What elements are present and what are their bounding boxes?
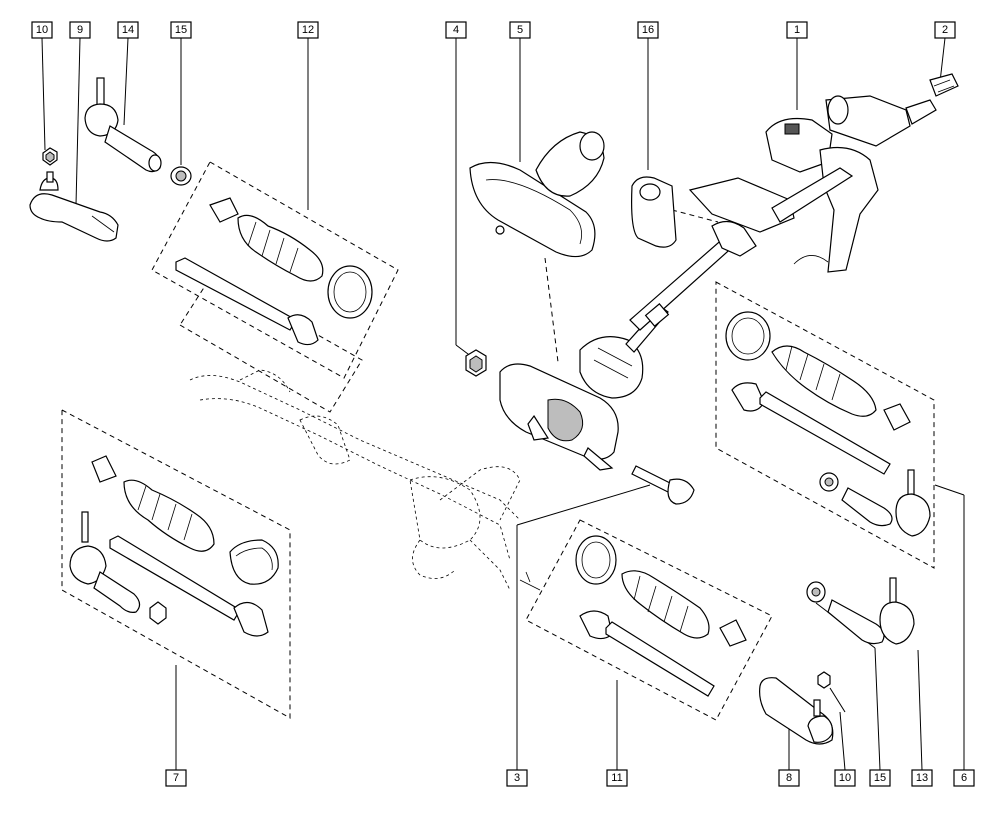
- callout-16-label: 16: [642, 24, 654, 36]
- ghost-rack-outline: [189, 369, 521, 591]
- callout-14-label: 14: [122, 24, 134, 36]
- nut-10-top: [42, 147, 58, 166]
- assembly-arrow-16: [671, 209, 719, 223]
- callout-15-bottom: 15: [869, 769, 891, 787]
- nut-10-bottom: [817, 671, 831, 689]
- tie-rod-end-8: [759, 677, 834, 745]
- callout-8-label: 8: [786, 772, 792, 784]
- callout-2-label: 2: [942, 24, 948, 36]
- callout-13: 13: [911, 769, 933, 787]
- callout-10-top-label: 10: [36, 24, 48, 36]
- callout-15-top-label: 15: [175, 24, 187, 36]
- callout-11: 11: [606, 769, 628, 787]
- callout-6: 6: [953, 769, 975, 787]
- callout-13-label: 13: [916, 772, 928, 784]
- steering-column-1: [629, 95, 937, 331]
- callout-15-top: 15: [170, 21, 192, 39]
- bolt-2: [929, 73, 959, 97]
- callout-7: 7: [165, 769, 187, 787]
- callout-10-bottom: 10: [834, 769, 856, 787]
- callout-3-label: 3: [514, 772, 520, 784]
- tie-rod-end-13: [827, 577, 915, 645]
- callout-1-label: 1: [794, 24, 800, 36]
- assembly-arrow-5: [544, 257, 559, 363]
- callout-10-top: 10: [31, 21, 53, 39]
- kit-11: [519, 519, 773, 721]
- callout-12: 12: [297, 21, 319, 39]
- callout-7-label: 7: [173, 772, 179, 784]
- steering-cover-5: [469, 131, 605, 258]
- callout-5-label: 5: [517, 24, 523, 36]
- leader-lines: [41, 37, 965, 771]
- callout-2: 2: [934, 21, 956, 39]
- callout-11-label: 11: [611, 772, 622, 784]
- steering-rack-housing: [499, 305, 669, 471]
- kit-6: [715, 281, 935, 569]
- callout-9-label: 9: [77, 24, 83, 36]
- nut-4: [465, 349, 487, 377]
- tie-rod-end-14: [84, 77, 162, 173]
- callout-4-label: 4: [453, 24, 459, 36]
- callout-6-label: 6: [961, 772, 967, 784]
- tie-rod-end-9: [29, 171, 119, 242]
- callout-16: 16: [637, 21, 659, 39]
- callout-14: 14: [117, 21, 139, 39]
- callout-8: 8: [778, 769, 800, 787]
- callout-1: 1: [786, 21, 808, 39]
- kit-7: [61, 409, 291, 719]
- callout-3: 3: [506, 769, 528, 787]
- bracket-16: [631, 176, 677, 248]
- callout-4: 4: [445, 21, 467, 39]
- callout-5: 5: [509, 21, 531, 39]
- collar-15-bottom: [806, 581, 826, 603]
- kit-12: [151, 161, 399, 413]
- collar-15-top: [170, 166, 192, 186]
- bolt-3: [631, 465, 695, 505]
- callout-10-bottom-label: 10: [839, 772, 851, 784]
- callout-12-label: 12: [302, 24, 314, 36]
- callout-15-bottom-label: 15: [874, 772, 886, 784]
- callout-9: 9: [69, 21, 91, 39]
